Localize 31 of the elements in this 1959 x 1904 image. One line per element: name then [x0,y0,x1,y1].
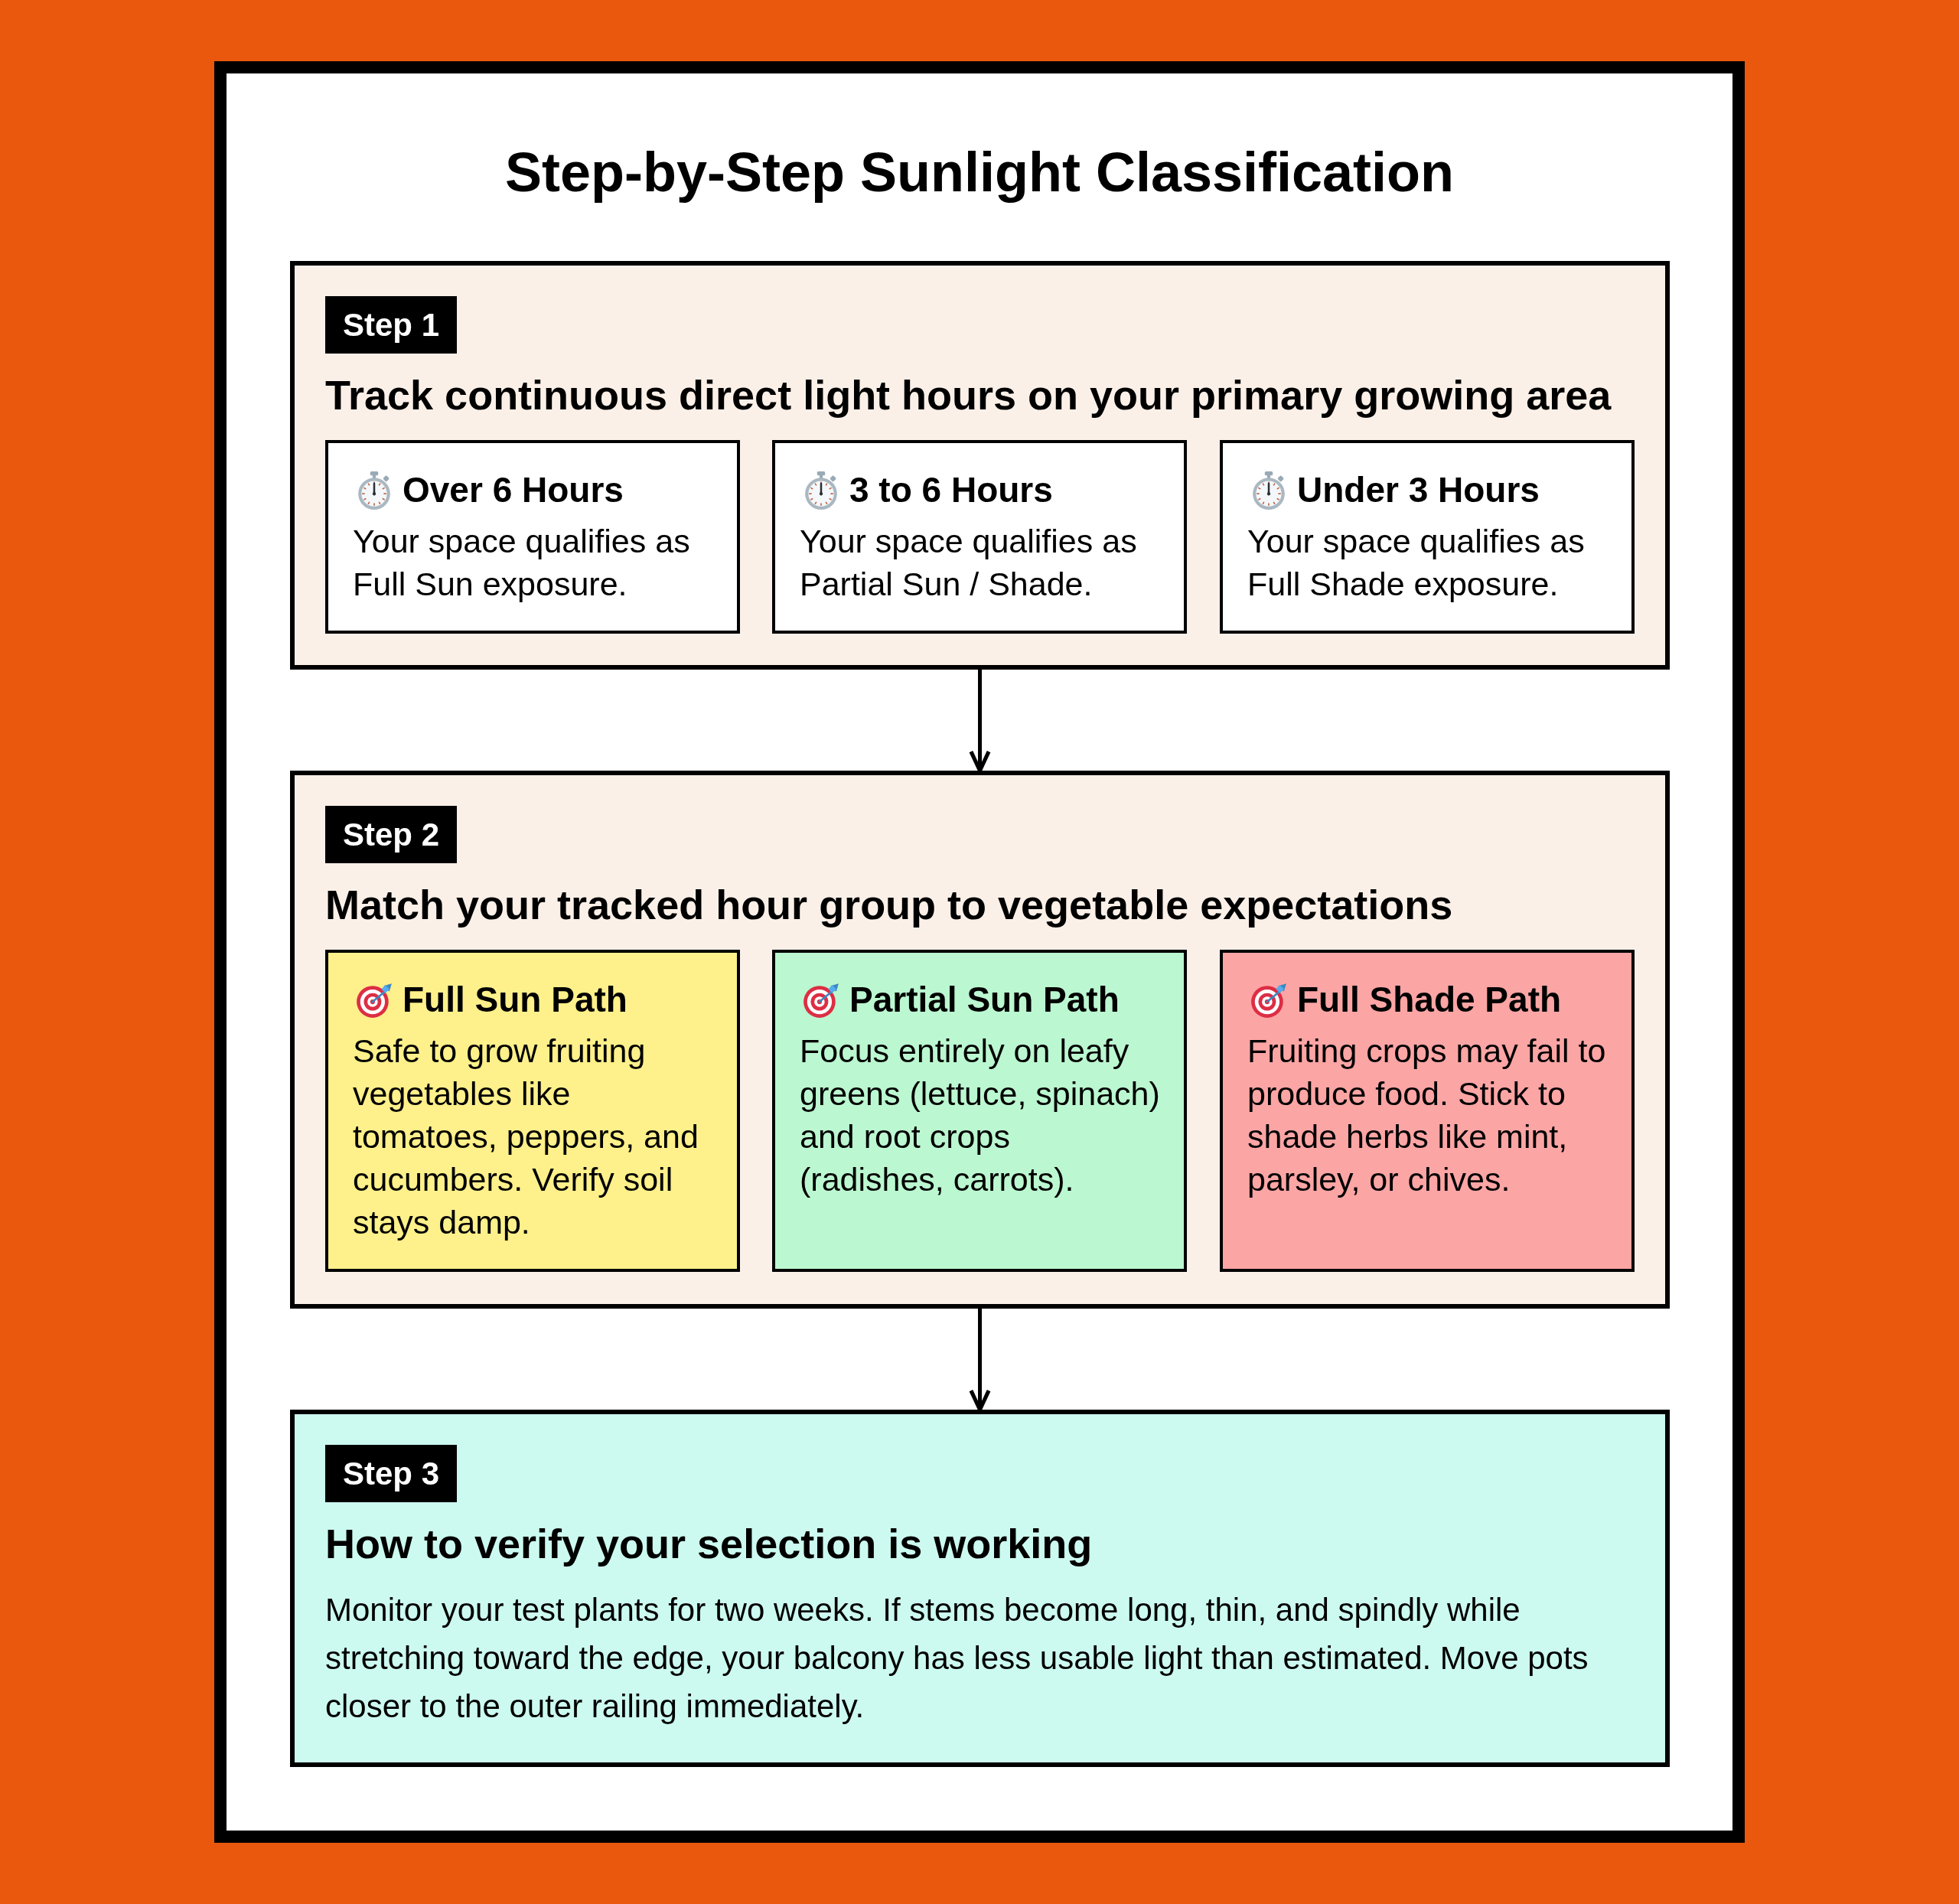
step-text: Monitor your test plants for two weeks. If stems become long, thin, and spindly while stretching toward the edge, your balcony has less usable light than estimated. Move pots closer to the outer railing immediately. [325,1591,1589,1726]
card-text: Fruiting crops may fail to produce food. Stick to shade herbs like mint, parsley, or chives. [1247,1032,1607,1199]
card-text: Safe to grow fruiting vegetables like tomatoes, peppers, and cucumbers. Verify soil stays damp. [353,1032,699,1242]
step-heading: How to verify your selection is working [325,1520,1093,1568]
step-panel [290,261,1670,670]
card-text: Focus entirely on leafy greens (lettuce, spinach) and root crops (radishes, carrots). [800,1032,1161,1199]
step-panel [290,771,1670,1309]
option-card [772,440,1187,634]
step-label: Step 1 [325,296,458,354]
diagram-title: Step-by-Step Sunlight Classification [504,141,1455,204]
card-heading: Over 6 Hours [403,469,624,511]
card-text: Your space qualifies as Full Sun exposure. [353,522,691,604]
step-panel [290,1410,1670,1767]
option-card [772,950,1187,1272]
option-card [1220,950,1635,1272]
card-text: Your space qualifies as Partial Sun / Shade. [800,522,1138,604]
option-card [325,950,740,1272]
card-text: Your space qualifies as Full Shade exposure. [1247,522,1586,604]
card-heading: Partial Sun Path [849,979,1120,1021]
card-heading: 3 to 6 Hours [849,469,1053,511]
step-label: Step 3 [325,1445,458,1502]
card-heading: Under 3 Hours [1297,469,1540,511]
step-label: Step 2 [325,806,458,863]
option-card [325,440,740,634]
step-heading: Track continuous direct light hours on your primary growing area [325,371,1612,419]
arrow [970,1309,990,1412]
option-card [1220,440,1635,634]
card-heading: Full Shade Path [1297,979,1562,1021]
arrow [970,670,990,773]
step-heading: Match your tracked hour group to vegetable expectations [325,881,1453,929]
card-heading: Full Sun Path [403,979,627,1021]
